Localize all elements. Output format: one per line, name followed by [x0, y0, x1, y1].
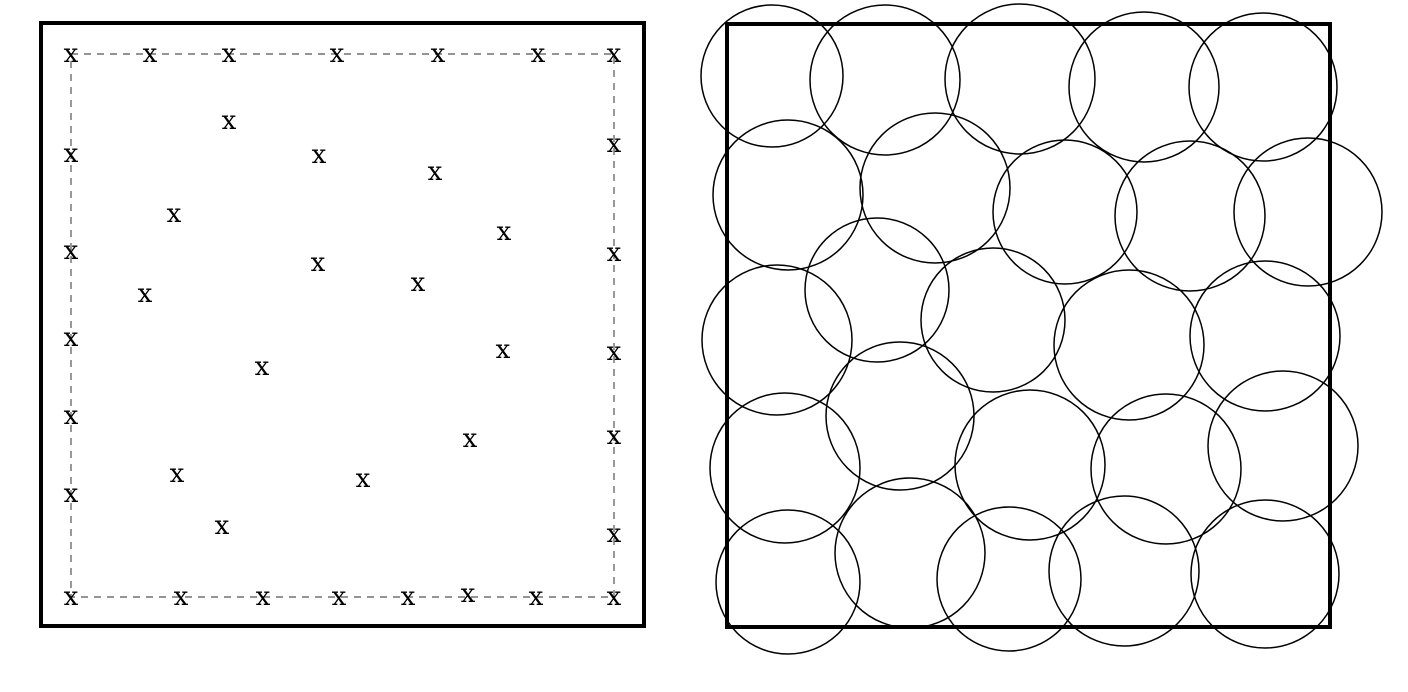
sample-marker-33: x [138, 279, 153, 309]
sample-marker-12: x [64, 479, 79, 509]
covering-circle-14 [1053, 269, 1205, 421]
covering-circle-10 [1233, 137, 1383, 287]
covering-circle-4 [1068, 11, 1220, 163]
sample-marker-23: x [461, 579, 476, 609]
sample-marker-19: x [174, 582, 189, 612]
left-outer-square [39, 21, 646, 628]
covering-circles [700, 3, 1383, 655]
sample-markers: x x x x x x x x x x x x x x x x x x x x x x x x x x x x x x x x x x x x x x x [64, 39, 622, 612]
sample-marker-36: x [463, 424, 478, 454]
sample-marker-39: x [215, 511, 230, 541]
sample-marker-24: x [529, 582, 544, 612]
sample-marker-29: x [167, 199, 182, 229]
sample-marker-28: x [428, 157, 443, 187]
covering-circle-9 [1114, 140, 1266, 292]
covering-circle-12 [804, 217, 950, 363]
covering-circle-2 [809, 4, 961, 156]
sample-marker-25: x [607, 582, 622, 612]
right-outer-square [725, 22, 1332, 629]
left-inner-dashed-square [70, 53, 615, 598]
covering-circle-16 [709, 392, 861, 544]
covering-circle-21 [715, 509, 861, 655]
sample-marker-34: x [496, 335, 511, 365]
covering-circle-19 [1090, 393, 1242, 545]
sample-marker-15: x [607, 337, 622, 367]
sample-marker-3: x [222, 39, 237, 69]
covering-circle-17 [825, 341, 975, 491]
sample-marker-31: x [311, 248, 326, 278]
sample-marker-21: x [332, 582, 347, 612]
covering-circle-13 [920, 247, 1066, 393]
sample-marker-27: x [312, 140, 327, 170]
covering-circle-18 [954, 389, 1106, 541]
covering-circle-3 [944, 3, 1096, 155]
covering-circle-23 [936, 506, 1082, 652]
covering-circle-11 [701, 264, 853, 416]
sample-marker-20: x [256, 582, 271, 612]
sample-marker-18: x [64, 582, 79, 612]
left-panel-sample-points: x x x x x x x x x x x x x x x x x x x x x x x x x x x x x x x x x x x x x x x [39, 21, 646, 628]
sample-marker-17: x [607, 519, 622, 549]
sample-marker-38: x [356, 464, 371, 494]
sample-marker-5: x [431, 39, 446, 69]
sample-marker-6: x [531, 39, 546, 69]
sample-marker-2: x [143, 39, 158, 69]
covering-circle-6 [712, 119, 864, 271]
sample-marker-13: x [607, 129, 622, 159]
right-panel-covering-circles [700, 3, 1383, 655]
sample-marker-14: x [607, 238, 622, 268]
sample-marker-9: x [64, 236, 79, 266]
sample-marker-37: x [170, 459, 185, 489]
sample-marker-35: x [255, 352, 270, 382]
sample-marker-4: x [330, 39, 345, 69]
sample-marker-30: x [497, 217, 512, 247]
sample-marker-10: x [64, 323, 79, 353]
sample-marker-32: x [411, 268, 426, 298]
covering-circle-1 [700, 4, 844, 148]
sample-marker-22: x [401, 582, 416, 612]
sample-marker-26: x [222, 106, 237, 136]
sample-marker-8: x [64, 139, 79, 169]
sample-marker-7: x [607, 39, 622, 69]
covering-circle-5 [1188, 12, 1338, 162]
covering-circle-22 [834, 477, 986, 629]
sample-marker-16: x [607, 421, 622, 451]
covering-circle-8 [992, 139, 1138, 285]
sample-marker-1: x [64, 39, 79, 69]
covering-circle-20 [1207, 370, 1359, 522]
covering-circle-25 [1190, 499, 1340, 649]
covering-circle-24 [1048, 495, 1200, 647]
covering-circle-15 [1189, 260, 1341, 412]
sample-marker-11: x [64, 401, 79, 431]
covering-circle-7 [859, 112, 1011, 264]
